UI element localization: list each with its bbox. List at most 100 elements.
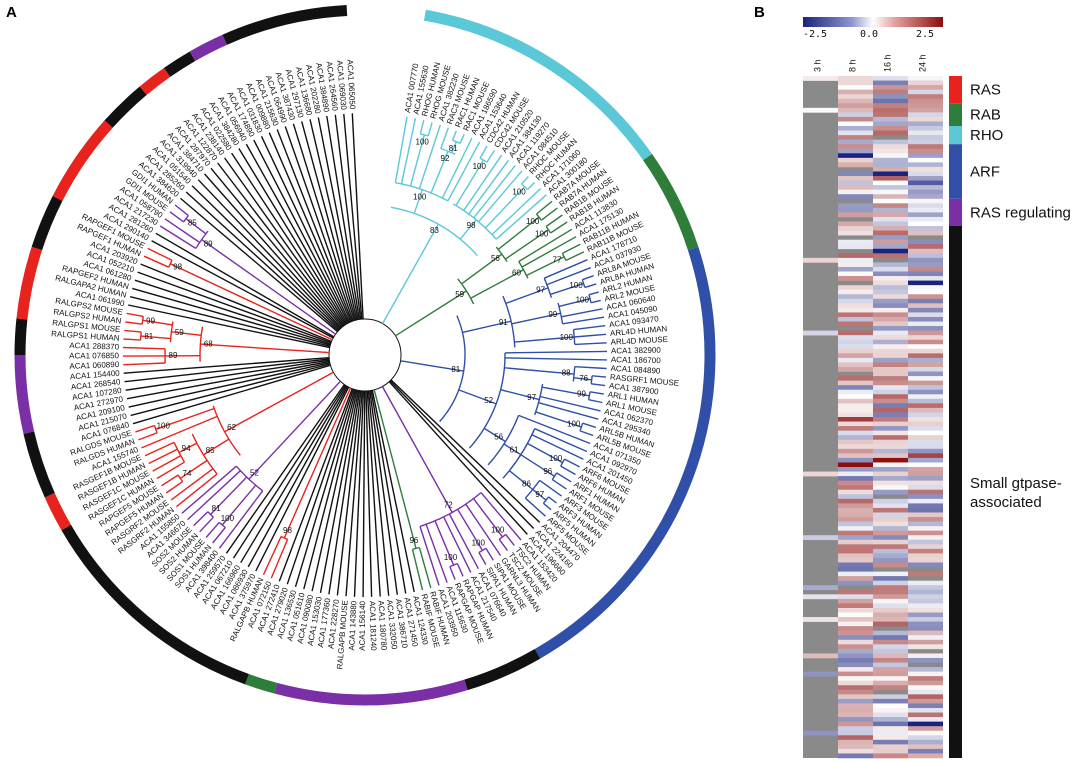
- heatmap-cell: [873, 521, 908, 527]
- clade-stem-52: [170, 263, 333, 341]
- bootstrap-label: 52: [250, 468, 259, 477]
- bootstrap-label: 100: [535, 229, 549, 238]
- branch-144: [159, 225, 197, 249]
- heatmap-cell: [873, 462, 908, 468]
- clade-stem-26: [535, 411, 582, 428]
- heatmap-cell: [838, 662, 873, 668]
- heatmap-cell: [908, 521, 943, 527]
- branch-25: [521, 236, 577, 268]
- heatmap-cell: [873, 239, 908, 245]
- heatmap-cell: [908, 507, 943, 513]
- heatmap-cell: [873, 553, 908, 559]
- heatmap-cell: [838, 448, 873, 454]
- clade-stem-7: [484, 186, 526, 229]
- heatmap-cell: [908, 294, 943, 300]
- heatmap-cell: [838, 135, 873, 140]
- bootstrap-values: 8310098100928110010059566010010077819197…: [144, 138, 589, 562]
- heatmap-cell: [873, 230, 908, 236]
- heatmap-cell: [873, 685, 908, 691]
- bootstrap-label: 61: [510, 446, 519, 455]
- heatmap-cells: [803, 76, 943, 759]
- branch-148: [180, 197, 339, 333]
- branch-39: [504, 350, 608, 354]
- heatmap-cell: [838, 94, 873, 100]
- bootstrap-label: 52: [484, 396, 493, 405]
- heatmap-cell: [838, 630, 873, 636]
- heatmap-cell: [873, 157, 908, 163]
- heatmap-cell: [873, 748, 908, 754]
- heatmap-cell: [873, 285, 908, 290]
- clade-stem-5: [450, 141, 458, 154]
- heatmap-cell: [838, 576, 873, 581]
- branch-18: [491, 187, 542, 236]
- bootstrap-label: 56: [494, 432, 503, 441]
- heatmap-cell: [873, 394, 908, 400]
- heatmap-cell: [838, 157, 873, 163]
- heatmap-cell: [838, 103, 873, 109]
- branch-23: [550, 221, 568, 234]
- branch-102: [218, 490, 264, 549]
- clade-stem-6: [455, 159, 485, 206]
- bootstrap-label: 81: [144, 332, 153, 341]
- clade-stem-53: [201, 239, 337, 335]
- heatmap-cell: [873, 457, 908, 463]
- branch-125: [124, 358, 330, 383]
- heatmap-cell: [873, 662, 908, 668]
- bootstrap-label: 59: [175, 328, 184, 337]
- branch-1: [400, 118, 417, 184]
- branch-135: [129, 296, 331, 347]
- heatmap-cell: [873, 253, 908, 259]
- branch-22: [545, 214, 563, 228]
- bootstrap-label: 100: [221, 514, 235, 523]
- clade-stem-8: [395, 290, 467, 337]
- heatmap-cell: [908, 216, 943, 222]
- heatmap-cell: [873, 266, 908, 272]
- heatmap-cell: [838, 517, 873, 522]
- heatmap-cell: [873, 485, 908, 491]
- bootstrap-label: 96: [409, 536, 418, 545]
- branch-82: [366, 390, 381, 597]
- heatmap-cell: [873, 148, 908, 154]
- heatmap-cell: [908, 412, 943, 418]
- heatmap-cell: [838, 266, 873, 272]
- heatmap-cell: [908, 353, 943, 359]
- clade-stem-50: [140, 335, 171, 340]
- heatmap-cell: [908, 244, 943, 250]
- branch-122: [128, 362, 330, 408]
- heatmap-cell: [873, 676, 908, 682]
- heatmap-cell: [873, 612, 908, 618]
- leaf-label: ACA1 156140: [358, 600, 367, 650]
- clade-stem-30: [520, 454, 555, 477]
- heatmap-cell: [908, 462, 943, 468]
- bootstrap-label: 83: [430, 226, 439, 235]
- heatmap-cell: [908, 366, 943, 372]
- heatmap-cell: [838, 421, 873, 427]
- heatmap-cell: [838, 603, 873, 609]
- heatmap-cell: [873, 162, 908, 168]
- ring-arc-sga-12: [31, 195, 63, 251]
- clade-stem-27: [483, 427, 506, 443]
- ring-arc-rho-0: [423, 9, 653, 161]
- heatmap-cell: [873, 548, 908, 554]
- heatmap-cell: [838, 657, 873, 663]
- heatmap-cell: [838, 380, 873, 386]
- heatmap-cell: [908, 721, 943, 727]
- heatmap-cell: [908, 444, 943, 450]
- clade-stem-25: [541, 386, 590, 397]
- group-label: RAB: [970, 107, 1001, 124]
- group-label: ARF: [970, 164, 1000, 181]
- heatmap-cell: [838, 748, 873, 754]
- heatmap-cell: [873, 744, 908, 750]
- branch-10: [479, 145, 488, 159]
- heatmap-cell: [908, 89, 943, 95]
- heatmap-cell: [908, 126, 943, 131]
- branch-13: [468, 159, 510, 215]
- bootstrap-label: 99: [548, 310, 557, 319]
- heatmap-cell: [838, 689, 873, 695]
- branch-145: [164, 218, 201, 244]
- heatmap-cell: [908, 680, 943, 686]
- heatmap-cell: [838, 153, 873, 159]
- bootstrap-label: 81: [212, 504, 221, 513]
- branch-158: [245, 143, 348, 324]
- heatmap-cell: [838, 717, 873, 722]
